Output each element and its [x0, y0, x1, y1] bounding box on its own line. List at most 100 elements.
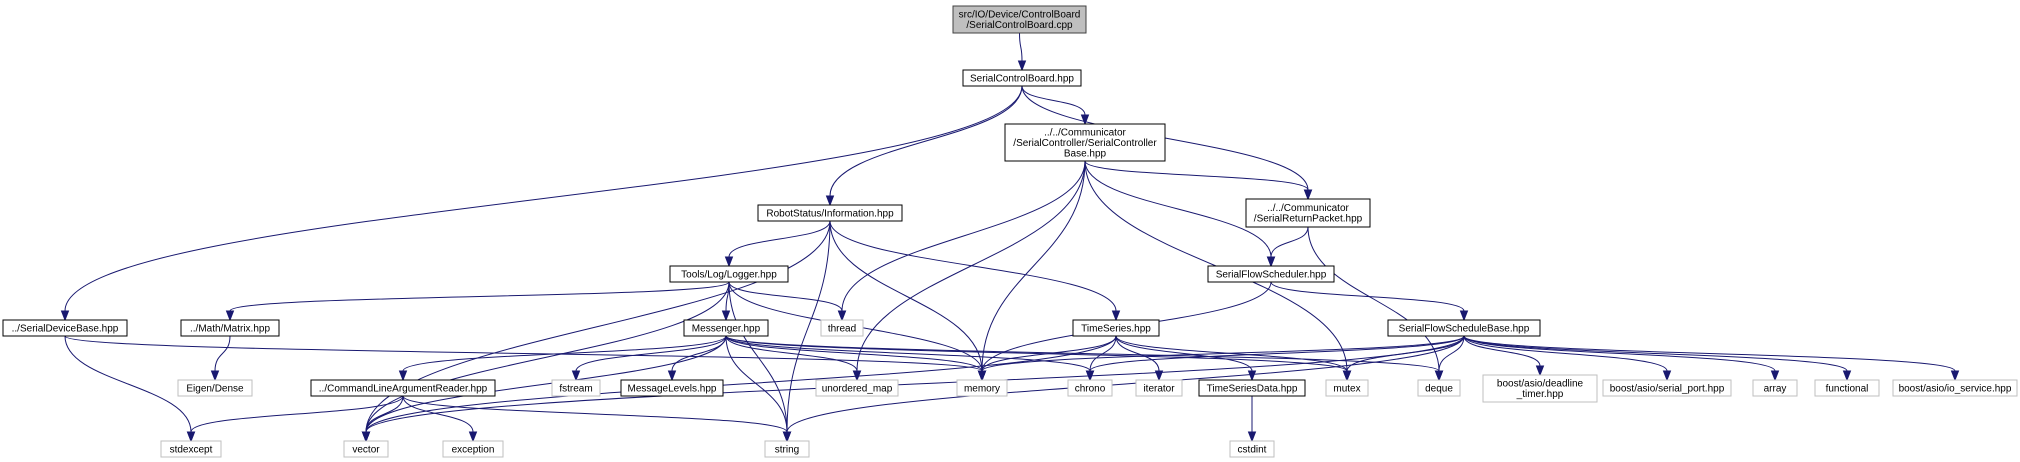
- node-label: memory: [964, 383, 1000, 394]
- nodes-layer: src/IO/Device/ControlBoard/SerialControl…: [2, 5, 2018, 458]
- node-iterator[interactable]: iterator: [1135, 379, 1183, 397]
- node-box: [683, 319, 769, 337]
- node-label: ../Math/Matrix.hpp: [190, 323, 270, 334]
- node-label: SerialFlowScheduleBase.hpp: [1399, 323, 1530, 334]
- node-box: [310, 379, 496, 397]
- edge-scbase-to-umap: [852, 160, 1086, 382]
- node-label: boost/asio/deadline: [1497, 379, 1584, 390]
- node-deque[interactable]: deque: [1417, 379, 1461, 397]
- node-label: mutex: [1333, 383, 1360, 394]
- node-string[interactable]: string: [764, 440, 810, 458]
- edge-scb-to-info: [825, 85, 1023, 207]
- node-box: [669, 265, 789, 283]
- node-thread[interactable]: thread: [820, 319, 864, 337]
- node-ioservice[interactable]: boost/asio/io_service.hpp: [1892, 379, 2018, 397]
- edge-root-to-scb: [1017, 32, 1027, 72]
- node-label: exception: [452, 444, 495, 455]
- node-box: [1814, 379, 1880, 397]
- edge-messenger-to-msglevels: [667, 335, 727, 382]
- node-box: [620, 379, 724, 397]
- node-root[interactable]: src/IO/Device/ControlBoard/SerialControl…: [952, 5, 1087, 34]
- node-array[interactable]: array: [1752, 379, 1798, 397]
- node-box: [1067, 379, 1113, 397]
- node-sfsb[interactable]: SerialFlowScheduleBase.hpp: [1387, 319, 1541, 337]
- node-box: [551, 379, 601, 397]
- edge-info-to-logger: [724, 220, 831, 268]
- node-vector[interactable]: vector: [343, 440, 389, 458]
- node-msglevels[interactable]: MessageLevels.hpp: [620, 379, 724, 397]
- node-label: vector: [352, 444, 380, 455]
- node-label: _timer.hpp: [1516, 389, 1564, 400]
- node-logger[interactable]: Tools/Log/Logger.hpp: [669, 265, 789, 283]
- node-label: /SerialControlBoard.cpp: [966, 20, 1073, 31]
- edge-logger-to-matrix: [225, 281, 730, 322]
- node-box: [1004, 123, 1166, 162]
- node-box: [1198, 379, 1306, 397]
- edge-info-to-timeseries: [829, 220, 1121, 322]
- edge-sfs-to-sfsb: [1270, 281, 1469, 322]
- node-sdb[interactable]: ../SerialDeviceBase.hpp: [2, 319, 128, 337]
- node-label: Eigen/Dense: [186, 383, 244, 394]
- node-label: deque: [1425, 383, 1453, 394]
- node-mutex[interactable]: mutex: [1325, 379, 1369, 397]
- node-box: [1387, 319, 1541, 337]
- node-label: TimeSeriesData.hpp: [1207, 383, 1298, 394]
- node-label: Tools/Log/Logger.hpp: [681, 269, 777, 280]
- node-label: unordered_map: [822, 383, 893, 394]
- edge-sfsb-to-array: [1463, 335, 1780, 382]
- node-box: [1752, 379, 1798, 397]
- node-messenger[interactable]: Messenger.hpp: [683, 319, 769, 337]
- node-box: [1602, 379, 1732, 397]
- node-label: Base.hpp: [1064, 148, 1107, 159]
- edge-timeseries-to-mutex: [1115, 335, 1352, 382]
- node-memory[interactable]: memory: [956, 379, 1008, 397]
- node-box: [952, 5, 1087, 34]
- node-scb[interactable]: SerialControlBoard.hpp: [962, 69, 1082, 87]
- node-box: [1245, 198, 1371, 228]
- node-label: ../../Communicator: [1267, 203, 1349, 214]
- node-tsdata[interactable]: TimeSeriesData.hpp: [1198, 379, 1306, 397]
- node-label: functional: [1826, 383, 1869, 394]
- node-label: stdexcept: [170, 444, 213, 455]
- node-box: [2, 319, 128, 337]
- node-srp[interactable]: ../../Communicator/SerialReturnPacket.hp…: [1245, 198, 1371, 228]
- edge-clar-to-exception: [402, 395, 478, 443]
- edge-scb-to-sdb: [60, 85, 1023, 322]
- node-cstdint[interactable]: cstdint: [1229, 440, 1275, 458]
- node-scbase[interactable]: ../../Communicator/SerialController/Seri…: [1004, 123, 1166, 162]
- node-label: boost/asio/io_service.hpp: [1899, 383, 2012, 394]
- node-label: chrono: [1075, 383, 1106, 394]
- node-box: [1072, 319, 1160, 337]
- node-functional[interactable]: functional: [1814, 379, 1880, 397]
- node-fstream[interactable]: fstream: [551, 379, 601, 397]
- node-timeseries[interactable]: TimeSeries.hpp: [1072, 319, 1160, 337]
- node-clar[interactable]: ../CommandLineArgumentReader.hpp: [310, 379, 496, 397]
- node-label: MessageLevels.hpp: [628, 383, 717, 394]
- edge-messenger-to-clar: [398, 335, 727, 382]
- edge-logger-to-thread: [728, 281, 847, 322]
- node-chrono[interactable]: chrono: [1067, 379, 1113, 397]
- node-label: /SerialReturnPacket.hpp: [1254, 214, 1363, 225]
- edge-clar-to-string: [402, 395, 792, 443]
- edge-tsdata-to-cstdint: [1247, 396, 1257, 443]
- node-label: string: [775, 444, 799, 455]
- node-box: [815, 379, 899, 397]
- edge-messenger-to-fstream: [571, 335, 727, 382]
- edge-scbase-to-thread: [837, 160, 1086, 322]
- node-stdexcept[interactable]: stdexcept: [160, 440, 222, 458]
- edge-scbase-to-memory: [977, 160, 1086, 382]
- edge-sdb-to-stdexcept: [64, 335, 196, 443]
- node-sfs[interactable]: SerialFlowScheduler.hpp: [1207, 265, 1335, 283]
- node-label: ../CommandLineArgumentReader.hpp: [319, 383, 488, 394]
- edge-clar-to-stdexcept: [186, 395, 404, 443]
- node-umap[interactable]: unordered_map: [815, 379, 899, 397]
- edge-clar-to-vector: [361, 395, 404, 443]
- node-serialport[interactable]: boost/asio/serial_port.hpp: [1602, 379, 1732, 397]
- node-info[interactable]: RobotStatus/Information.hpp: [757, 204, 903, 222]
- node-label: Messenger.hpp: [692, 323, 761, 334]
- node-matrix[interactable]: ../Math/Matrix.hpp: [180, 319, 280, 337]
- node-box: [1325, 379, 1369, 397]
- node-exception[interactable]: exception: [442, 440, 504, 458]
- node-deadline[interactable]: boost/asio/deadline_timer.hpp: [1482, 374, 1598, 403]
- node-eigen[interactable]: Eigen/Dense: [177, 379, 253, 397]
